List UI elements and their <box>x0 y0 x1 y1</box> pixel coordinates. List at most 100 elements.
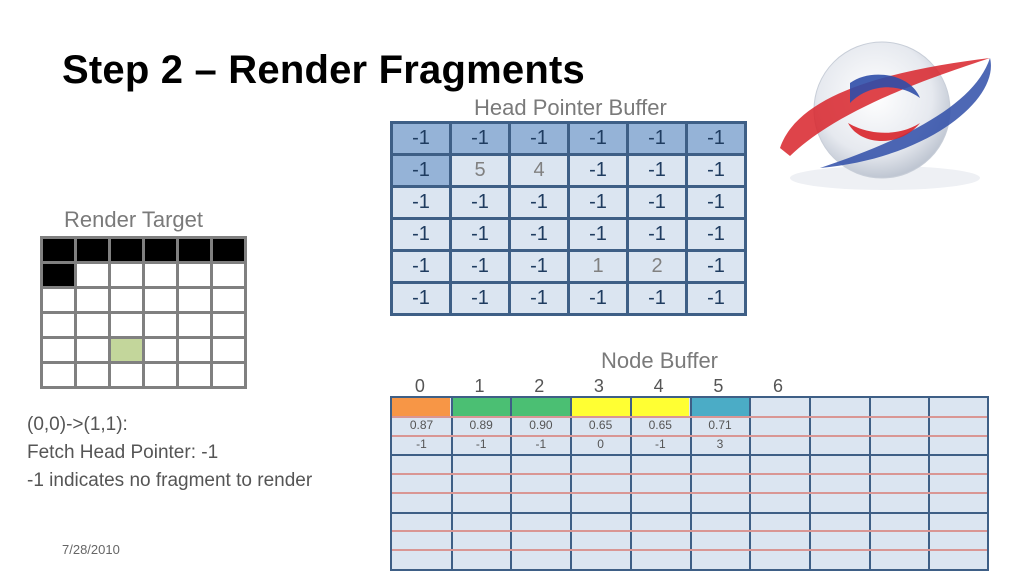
render-target-pixel <box>176 261 213 289</box>
node-depth: 0.65 <box>588 418 613 432</box>
info-line-1: (0,0)->(1,1): <box>27 414 128 435</box>
render-target-pixel <box>40 236 77 264</box>
hpb-cell: -1 <box>626 153 688 188</box>
render-target-pixel <box>142 336 179 364</box>
hpb-cell: -1 <box>685 121 747 156</box>
node-index-label: 4 <box>653 376 664 396</box>
node-depth: 0.89 <box>469 418 493 432</box>
hpb-cell: -1 <box>626 121 688 156</box>
render-target-pixel <box>142 236 179 264</box>
hpb-cell: -1 <box>449 185 511 220</box>
hpb-cell: 5 <box>449 153 511 188</box>
render-target-pixel <box>108 361 145 389</box>
render-target-row <box>40 236 247 264</box>
hpb-cell: 1 <box>567 249 629 284</box>
render-target-pixel <box>210 261 247 289</box>
hpb-row: -1-1-1-1-1-1 <box>390 217 747 252</box>
hpb-cell: -1 <box>390 217 452 252</box>
node-index-label: 1 <box>474 376 485 396</box>
node-color-swatch <box>691 398 750 416</box>
info-text: (0,0)->(1,1): Fetch Head Pointer: -1 -1 … <box>27 411 312 495</box>
hpb-cell: -1 <box>685 281 747 316</box>
node-index-label: 2 <box>534 376 545 396</box>
node-buffer-title: Node Buffer <box>601 348 719 373</box>
node-field-line <box>392 492 987 494</box>
hpb-cell: -1 <box>685 185 747 220</box>
hpb-cell: -1 <box>390 185 452 220</box>
node-color-swatch <box>512 398 571 416</box>
slide-date: 7/28/2010 <box>62 542 120 557</box>
node-column-divider <box>510 398 513 569</box>
hpb-cell: -1 <box>508 185 570 220</box>
hpb-cell: -1 <box>567 153 629 188</box>
render-target-row <box>40 336 247 364</box>
render-target-pixel <box>210 336 247 364</box>
render-target-pixel <box>142 361 179 389</box>
node-index-label: 5 <box>713 376 724 396</box>
render-target-pixel <box>210 236 247 264</box>
hpb-cell: -1 <box>508 249 570 284</box>
render-target-pixel <box>210 286 247 314</box>
node-field-line <box>392 416 987 418</box>
render-target-pixel <box>40 261 77 289</box>
render-target-row <box>40 361 247 389</box>
hpb-cell: 4 <box>508 153 570 188</box>
hpb-cell: -1 <box>449 217 511 252</box>
render-target-pixel <box>142 286 179 314</box>
node-column-divider <box>808 398 811 569</box>
node-column-divider <box>928 398 931 569</box>
node-next-pointer: -1 <box>535 437 547 451</box>
render-target-pixel <box>74 261 111 289</box>
hpb-cell: -1 <box>685 217 747 252</box>
node-column-divider <box>629 398 632 569</box>
node-depth: 0.65 <box>648 418 672 432</box>
node-color-swatch <box>572 398 630 416</box>
node-field-line <box>392 549 987 551</box>
hpb-cell: -1 <box>449 121 511 156</box>
hpb-cell: -1 <box>508 217 570 252</box>
node-next-pointer: 3 <box>716 437 724 451</box>
node-field-line <box>392 473 987 475</box>
hpb-cell: -1 <box>508 281 570 316</box>
node-next-pointer: -1 <box>416 437 427 451</box>
node-field-line <box>392 435 987 437</box>
render-target-pixel <box>40 361 77 389</box>
render-target-row <box>40 286 247 314</box>
node-column-divider <box>868 398 871 569</box>
hpb-cell: -1 <box>390 249 452 284</box>
node-index-label: 3 <box>593 376 604 396</box>
node-depth: 0.87 <box>409 418 434 432</box>
hpb-row: -1-1-1-1-1-1 <box>390 121 747 156</box>
render-target-pixel <box>176 311 213 339</box>
node-index-label: 0 <box>414 376 425 396</box>
render-target-pixel <box>142 311 179 339</box>
render-target-pixel <box>40 311 77 339</box>
render-target-pixel <box>210 311 247 339</box>
hpb-cell: -1 <box>626 281 688 316</box>
slide-title: Step 2 – Render Fragments <box>62 48 585 92</box>
node-column-divider <box>689 398 692 569</box>
node-color-swatch <box>392 398 450 416</box>
node-column-divider <box>450 398 453 569</box>
render-target-pixel <box>176 236 213 264</box>
render-target-pixel <box>176 336 213 364</box>
hpb-cell: -1 <box>626 217 688 252</box>
hpb-cell: -1 <box>449 281 511 316</box>
node-depth: 0.71 <box>708 418 732 432</box>
render-target-pixel <box>108 236 145 264</box>
render-target-pixel <box>74 311 111 339</box>
node-row-divider <box>392 512 987 514</box>
hpb-cell: -1 <box>567 217 629 252</box>
render-target-pixel <box>108 261 145 289</box>
sphere-logo-icon <box>780 41 991 190</box>
render-target-pixel <box>74 336 111 364</box>
hpb-cell: -1 <box>567 281 629 316</box>
render-target-title: Render Target <box>64 207 204 232</box>
render-target-pixel <box>142 261 179 289</box>
hpb-cell: 2 <box>626 249 688 284</box>
render-target-row <box>40 261 247 289</box>
hpb-cell: -1 <box>390 281 452 316</box>
hpb-cell: -1 <box>449 249 511 284</box>
render-target-pixel <box>108 311 145 339</box>
